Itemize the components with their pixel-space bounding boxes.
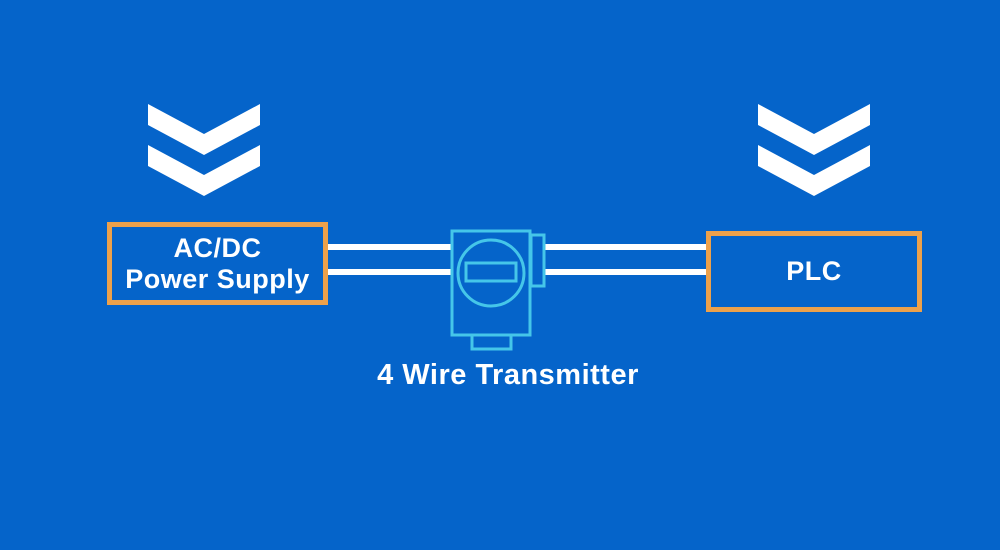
power-supply-label-line1: AC/DC xyxy=(173,232,262,263)
wire-powersupply-transmitter-bottom xyxy=(326,269,453,275)
transmitter-device-icon xyxy=(450,229,546,351)
double-chevron-down-icon xyxy=(758,104,870,196)
transmitter-dial xyxy=(456,238,526,308)
plc-label: PLC xyxy=(786,256,842,286)
transmitter-display xyxy=(464,261,518,283)
transmitter-body xyxy=(450,229,532,337)
power-supply-label: AC/DC Power Supply xyxy=(125,233,310,295)
transmitter-caption: 4 Wire Transmitter xyxy=(377,359,639,391)
transmitter-mount xyxy=(470,333,513,351)
power-supply-label-line2: Power Supply xyxy=(125,263,310,294)
transmitter-terminal-block xyxy=(529,233,546,288)
plc-box: PLC xyxy=(706,231,922,312)
wire-powersupply-transmitter-top xyxy=(326,244,453,250)
power-supply-box: AC/DC Power Supply xyxy=(107,222,328,305)
wire-transmitter-plc-top xyxy=(543,244,708,250)
wire-transmitter-plc-bottom xyxy=(543,269,708,275)
double-chevron-down-icon xyxy=(148,104,260,196)
